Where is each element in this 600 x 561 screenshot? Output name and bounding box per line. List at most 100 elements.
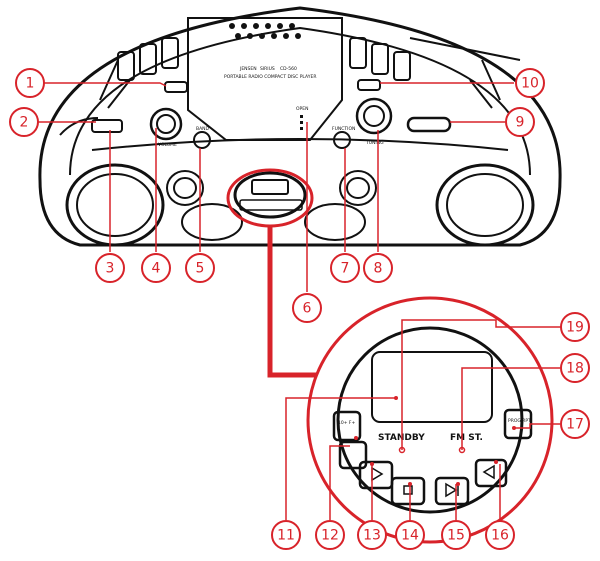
callout-12-circle [315, 520, 345, 550]
speaker-right [435, 163, 535, 247]
callout-17-label: 17 [566, 417, 584, 433]
callout-4-label: 4 [152, 261, 161, 277]
callout-1: 1 [15, 68, 45, 98]
callout-14-label: 14 [401, 528, 419, 544]
front-control-bar [91, 138, 509, 151]
lid-grille [229, 23, 301, 39]
callout-16-label: 16 [491, 528, 509, 544]
callout-6-circle [292, 293, 322, 323]
callout-9: 9 [505, 107, 535, 137]
tweeter-right [339, 170, 377, 206]
function-switch[interactable] [164, 81, 188, 93]
model-text: CD-560 [280, 66, 297, 72]
zoomed-control-panel: STANDBY FM ST. 10+ F+ PROG RPT [306, 296, 554, 544]
callout-17: 17 [560, 409, 590, 439]
callout-15-circle [441, 520, 471, 550]
callout-3: 3 [95, 253, 125, 283]
skip-plus-text: 10+ F+ [338, 420, 356, 426]
description-text: PORTABLE RADIO COMPACT DISC PLAYER [224, 74, 317, 80]
stop-icon [403, 485, 413, 495]
ac-dc-switch[interactable] [357, 79, 381, 91]
callout-8: 8 [363, 253, 393, 283]
callout-9-label: 9 [516, 115, 525, 131]
cd-open-marker [300, 115, 303, 130]
skip-forward-button[interactable] [434, 476, 470, 506]
handle-grip-right [349, 37, 501, 109]
function-text: FUNCTION [332, 126, 355, 132]
callout-5-circle [185, 253, 215, 283]
callout-15: 15 [441, 520, 471, 550]
aux-jack[interactable] [91, 119, 123, 133]
callout-leaders [37, 82, 562, 520]
callout-3-label: 3 [106, 261, 115, 277]
tuning-text: TUNING [365, 140, 384, 146]
stop-button[interactable] [390, 476, 426, 506]
brand-b-text: SIRIUS [260, 66, 275, 72]
callout-11-label: 11 [277, 528, 295, 544]
brand-a-text: JENSEN [239, 66, 257, 72]
callout-8-label: 8 [374, 261, 383, 277]
handle-grip-left [99, 37, 179, 109]
volume-knob[interactable] [149, 107, 183, 141]
band-text: BAND [196, 126, 210, 132]
callout-5: 5 [185, 253, 215, 283]
skip-plus-button[interactable] [332, 410, 362, 442]
callout-2: 2 [9, 107, 39, 137]
callout-4-circle [141, 253, 171, 283]
tweeter-left [166, 170, 204, 206]
skip-back-button[interactable] [474, 458, 508, 488]
callout-12-label: 12 [321, 528, 339, 544]
callout-5-label: 5 [196, 261, 205, 277]
volume-text: VOLUME [158, 142, 177, 148]
callout-9-circle [505, 107, 535, 137]
callout-7: 7 [330, 253, 360, 283]
callout-10-label: 10 [521, 76, 539, 92]
tuning-knob[interactable] [355, 97, 393, 135]
function-selector[interactable] [333, 131, 351, 149]
boombox-inner-shell [69, 26, 531, 176]
callout-12: 12 [315, 520, 345, 550]
callout-13-label: 13 [363, 528, 381, 544]
callout-1-circle [15, 68, 45, 98]
callout-10: 10 [515, 68, 545, 98]
callout-10-circle [515, 68, 545, 98]
callout-6: 6 [292, 293, 322, 323]
callout-19: 19 [560, 312, 590, 342]
callout-18: 18 [560, 353, 590, 383]
play-pause-button[interactable] [358, 460, 394, 490]
callout-14: 14 [395, 520, 425, 550]
callout-11-circle [271, 520, 301, 550]
callout-2-circle [9, 107, 39, 137]
callout-19-label: 19 [566, 320, 584, 336]
callout-1-label: 1 [26, 76, 35, 92]
band-selector[interactable] [193, 131, 211, 149]
callout-7-label: 7 [341, 261, 350, 277]
callout-16-circle [485, 520, 515, 550]
callout-13-circle [357, 520, 387, 550]
fm-st-text: FM ST. [450, 433, 483, 443]
standby-button[interactable] [338, 440, 368, 470]
prog-rpt-text: PROG RPT [508, 418, 531, 424]
callout-7-circle [330, 253, 360, 283]
mini-control-panel [233, 171, 307, 219]
speaker-left [65, 163, 165, 247]
lcd-display [371, 351, 493, 423]
prev-icon [482, 464, 495, 480]
callout-14-circle [395, 520, 425, 550]
callout-13: 13 [357, 520, 387, 550]
callout-18-label: 18 [566, 361, 584, 377]
callout-11: 11 [271, 520, 301, 550]
callout-2-label: 2 [20, 115, 29, 131]
open-text: OPEN [296, 106, 308, 112]
callout-16: 16 [485, 520, 515, 550]
callout-17-circle [560, 409, 590, 439]
callout-19-circle [560, 312, 590, 342]
callout-6-label: 6 [303, 301, 312, 317]
telescopic-antenna[interactable] [406, 116, 452, 133]
callout-4: 4 [141, 253, 171, 283]
callout-15-label: 15 [447, 528, 465, 544]
callout-18-circle [560, 353, 590, 383]
